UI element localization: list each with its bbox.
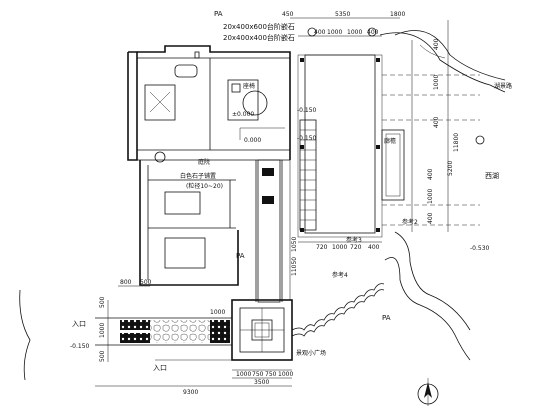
- seat-label: 座椅: [243, 82, 255, 90]
- dim-bot-1: 720: [316, 244, 328, 251]
- site-boundary: [19, 30, 506, 381]
- gravel-label-2: (粒径10~20): [186, 182, 223, 190]
- dim-3500: 3500: [254, 379, 269, 386]
- level-4: -0.530: [470, 245, 490, 252]
- stone-label-2: 20x400x400台阶嵌石: [223, 33, 295, 42]
- dim-top-3: 1000: [347, 29, 362, 36]
- dim-bot-4: 400: [368, 244, 380, 251]
- section-markers: [307, 27, 485, 145]
- level-6: 0.000: [244, 137, 261, 144]
- house-outline: [127, 45, 291, 286]
- sofa-icon: [154, 79, 285, 269]
- dim-left-1000: 1000: [99, 323, 106, 338]
- dim-bot-2: 1000: [332, 244, 347, 251]
- dim-bot-3: 720: [350, 244, 362, 251]
- pa-label-mid: PA: [236, 252, 245, 260]
- lake-road-label: 湖景路: [494, 82, 512, 90]
- pavilion-deck: [297, 54, 480, 238]
- pavilion-label: 廊檐: [384, 137, 396, 145]
- dimension-lines: [95, 17, 449, 387]
- dim-11800: 11800: [453, 133, 460, 152]
- dim-1000: 1000: [210, 309, 225, 316]
- ref-label-4: 参考4: [332, 271, 348, 279]
- level-5: -0.150: [70, 343, 90, 350]
- bed-icon: [144, 64, 198, 121]
- level-2: ±0.000: [232, 111, 254, 118]
- dim-top-1: 400: [314, 29, 326, 36]
- dim-11050: 11050: [291, 257, 298, 276]
- dim-500: 500: [140, 279, 152, 286]
- north-arrow-icon: [417, 378, 439, 406]
- stone-edging: [291, 283, 385, 337]
- dim-r400-2: 400: [433, 116, 440, 128]
- south-lake-label: 西湖: [485, 171, 499, 180]
- dim-sq-2: 750: [252, 371, 264, 378]
- dim-1800: 1800: [390, 11, 405, 18]
- entrance-label-1: 入口: [72, 320, 86, 328]
- level-1: -0.150: [297, 107, 317, 114]
- dim-r1000b: 1000: [427, 189, 434, 204]
- dim-sq-3: 750: [265, 371, 277, 378]
- level-3: -0.150: [297, 135, 317, 142]
- dim-left-500b: 500: [99, 350, 106, 362]
- pa-label-right: PA: [382, 314, 391, 322]
- gravel-label-1: 白色石子铺置: [180, 172, 216, 180]
- ref-label-3: 参考3: [346, 236, 362, 244]
- dim-450: 450: [282, 11, 294, 18]
- dim-sq-4: 1000: [278, 371, 293, 378]
- small-square-label: 景观小广场: [296, 349, 326, 357]
- dim-5350: 5350: [335, 11, 350, 18]
- stone-label-1: 20x400x600台阶嵌石: [223, 22, 295, 31]
- dim-9300: 9300: [183, 389, 198, 396]
- dim-r400-1: 400: [433, 38, 440, 50]
- stepping-stone-path: [255, 159, 283, 303]
- patio-label: 庭院: [198, 158, 210, 166]
- entrance-label-2: 入口: [153, 364, 167, 372]
- dim-sq-1: 1000: [236, 371, 251, 378]
- entrance-path: [95, 317, 232, 361]
- dim-r400a: 400: [427, 168, 434, 180]
- dim-r400b: 400: [427, 212, 434, 224]
- dim-1050: 1050: [291, 237, 298, 252]
- pa-label-top: PA: [214, 10, 223, 18]
- dim-5200: 5200: [447, 161, 454, 176]
- ref-label-2: 参考2: [402, 218, 418, 226]
- dim-top-4: 400: [367, 29, 379, 36]
- dim-top-2: 1000: [327, 29, 342, 36]
- dim-r1000: 1000: [433, 75, 440, 90]
- small-square: [231, 299, 293, 361]
- dim-left-500: 500: [99, 296, 106, 308]
- dim-800: 800: [120, 279, 132, 286]
